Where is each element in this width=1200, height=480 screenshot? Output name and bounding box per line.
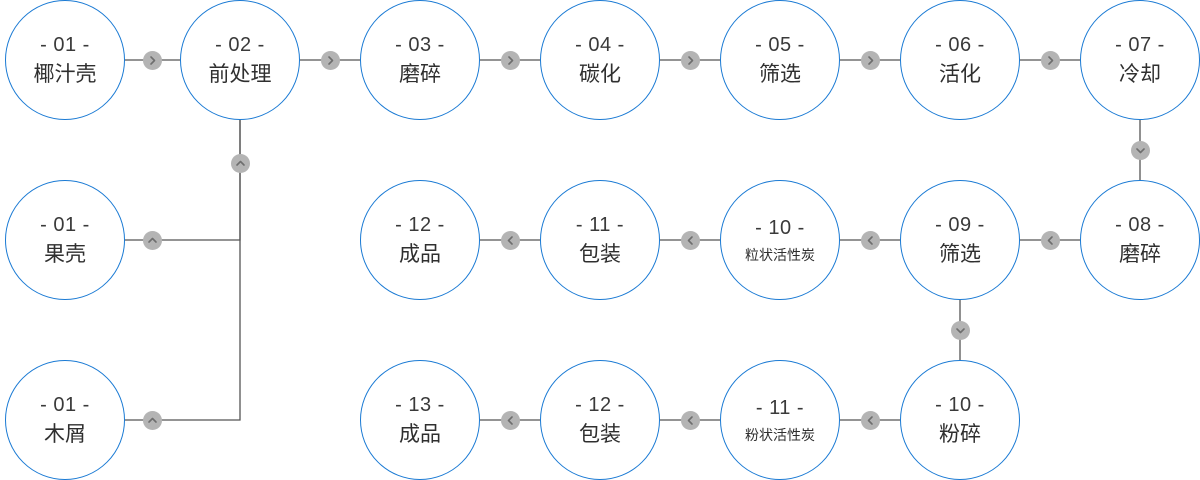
flow-node-r1n2[interactable]: - 02 - 前处理 bbox=[180, 0, 300, 120]
arrow-left-icon bbox=[500, 230, 520, 250]
node-label: 成品 bbox=[399, 243, 441, 266]
node-label: 粉状活性炭 bbox=[745, 427, 815, 443]
node-label: 筛选 bbox=[939, 243, 981, 266]
flow-node-r3n2[interactable]: - 13 - 成品 bbox=[360, 360, 480, 480]
node-label: 木屑 bbox=[44, 423, 86, 446]
flow-node-r2n2[interactable]: - 12 - 成品 bbox=[360, 180, 480, 300]
flow-node-r2n4[interactable]: - 10 - 粒状活性炭 bbox=[720, 180, 840, 300]
flow-node-r2n1[interactable]: - 01 - 果壳 bbox=[5, 180, 125, 300]
flow-node-r2n3[interactable]: - 11 - 包装 bbox=[540, 180, 660, 300]
node-label: 前处理 bbox=[208, 63, 272, 86]
arrow-left-icon bbox=[1040, 230, 1060, 250]
flow-node-r3n3[interactable]: - 12 - 包装 bbox=[540, 360, 660, 480]
arrow-left-icon bbox=[860, 410, 880, 430]
flow-node-r1n3[interactable]: - 03 - 磨碎 bbox=[360, 0, 480, 120]
node-index: - 10 - bbox=[935, 394, 985, 416]
arrow-right-icon bbox=[500, 50, 520, 70]
flow-node-r3n5[interactable]: - 10 - 粉碎 bbox=[900, 360, 1020, 480]
node-index: - 10 - bbox=[755, 217, 805, 239]
node-index: - 11 - bbox=[755, 397, 805, 419]
node-label: 活化 bbox=[939, 63, 981, 86]
arrow-up-icon bbox=[142, 230, 162, 250]
flow-node-r1n1[interactable]: - 01 - 椰汁壳 bbox=[5, 0, 125, 120]
node-label: 粒状活性炭 bbox=[745, 247, 815, 263]
node-index: - 09 - bbox=[935, 214, 985, 236]
flow-node-r3n4[interactable]: - 11 - 粉状活性炭 bbox=[720, 360, 840, 480]
flow-node-r3n1[interactable]: - 01 - 木屑 bbox=[5, 360, 125, 480]
arrow-right-icon bbox=[142, 50, 162, 70]
arrow-down-icon bbox=[1130, 140, 1150, 160]
node-label: 碳化 bbox=[579, 63, 621, 86]
arrow-left-icon bbox=[680, 410, 700, 430]
node-index: - 05 - bbox=[755, 34, 805, 56]
flow-node-r1n4[interactable]: - 04 - 碳化 bbox=[540, 0, 660, 120]
node-index: - 12 - bbox=[575, 394, 625, 416]
arrow-left-icon bbox=[860, 230, 880, 250]
node-label: 包装 bbox=[579, 243, 621, 266]
node-label: 筛选 bbox=[759, 63, 801, 86]
node-index: - 07 - bbox=[1115, 34, 1165, 56]
node-label: 磨碎 bbox=[399, 63, 441, 86]
flow-node-r2n6[interactable]: - 08 - 磨碎 bbox=[1080, 180, 1200, 300]
node-index: - 01 - bbox=[40, 34, 90, 56]
edge-line bbox=[125, 120, 241, 421]
node-index: - 11 - bbox=[575, 214, 625, 236]
flow-node-r1n5[interactable]: - 05 - 筛选 bbox=[720, 0, 840, 120]
flow-node-r1n7[interactable]: - 07 - 冷却 bbox=[1080, 0, 1200, 120]
flow-node-r1n6[interactable]: - 06 - 活化 bbox=[900, 0, 1020, 120]
arrow-up-icon bbox=[142, 410, 162, 430]
node-index: - 02 - bbox=[215, 34, 265, 56]
node-label: 成品 bbox=[399, 423, 441, 446]
node-label: 磨碎 bbox=[1119, 243, 1161, 266]
node-label: 果壳 bbox=[44, 243, 86, 266]
arrow-left-icon bbox=[500, 410, 520, 430]
node-index: - 06 - bbox=[935, 34, 985, 56]
node-index: - 03 - bbox=[395, 34, 445, 56]
node-index: - 01 - bbox=[40, 214, 90, 236]
node-index: - 08 - bbox=[1115, 214, 1165, 236]
edge-line bbox=[125, 120, 241, 241]
node-index: - 13 - bbox=[395, 394, 445, 416]
node-label: 椰汁壳 bbox=[33, 63, 97, 86]
node-label: 冷却 bbox=[1119, 63, 1161, 86]
node-index: - 01 - bbox=[40, 394, 90, 416]
arrow-right-icon bbox=[1040, 50, 1060, 70]
node-index: - 04 - bbox=[575, 34, 625, 56]
arrow-right-icon bbox=[680, 50, 700, 70]
arrow-up-icon bbox=[230, 153, 250, 173]
flow-node-r2n5[interactable]: - 09 - 筛选 bbox=[900, 180, 1020, 300]
node-label: 包装 bbox=[579, 423, 621, 446]
arrow-left-icon bbox=[680, 230, 700, 250]
node-index: - 12 - bbox=[395, 214, 445, 236]
arrow-down-icon bbox=[950, 320, 970, 340]
node-label: 粉碎 bbox=[939, 423, 981, 446]
arrow-right-icon bbox=[320, 50, 340, 70]
arrow-right-icon bbox=[860, 50, 880, 70]
